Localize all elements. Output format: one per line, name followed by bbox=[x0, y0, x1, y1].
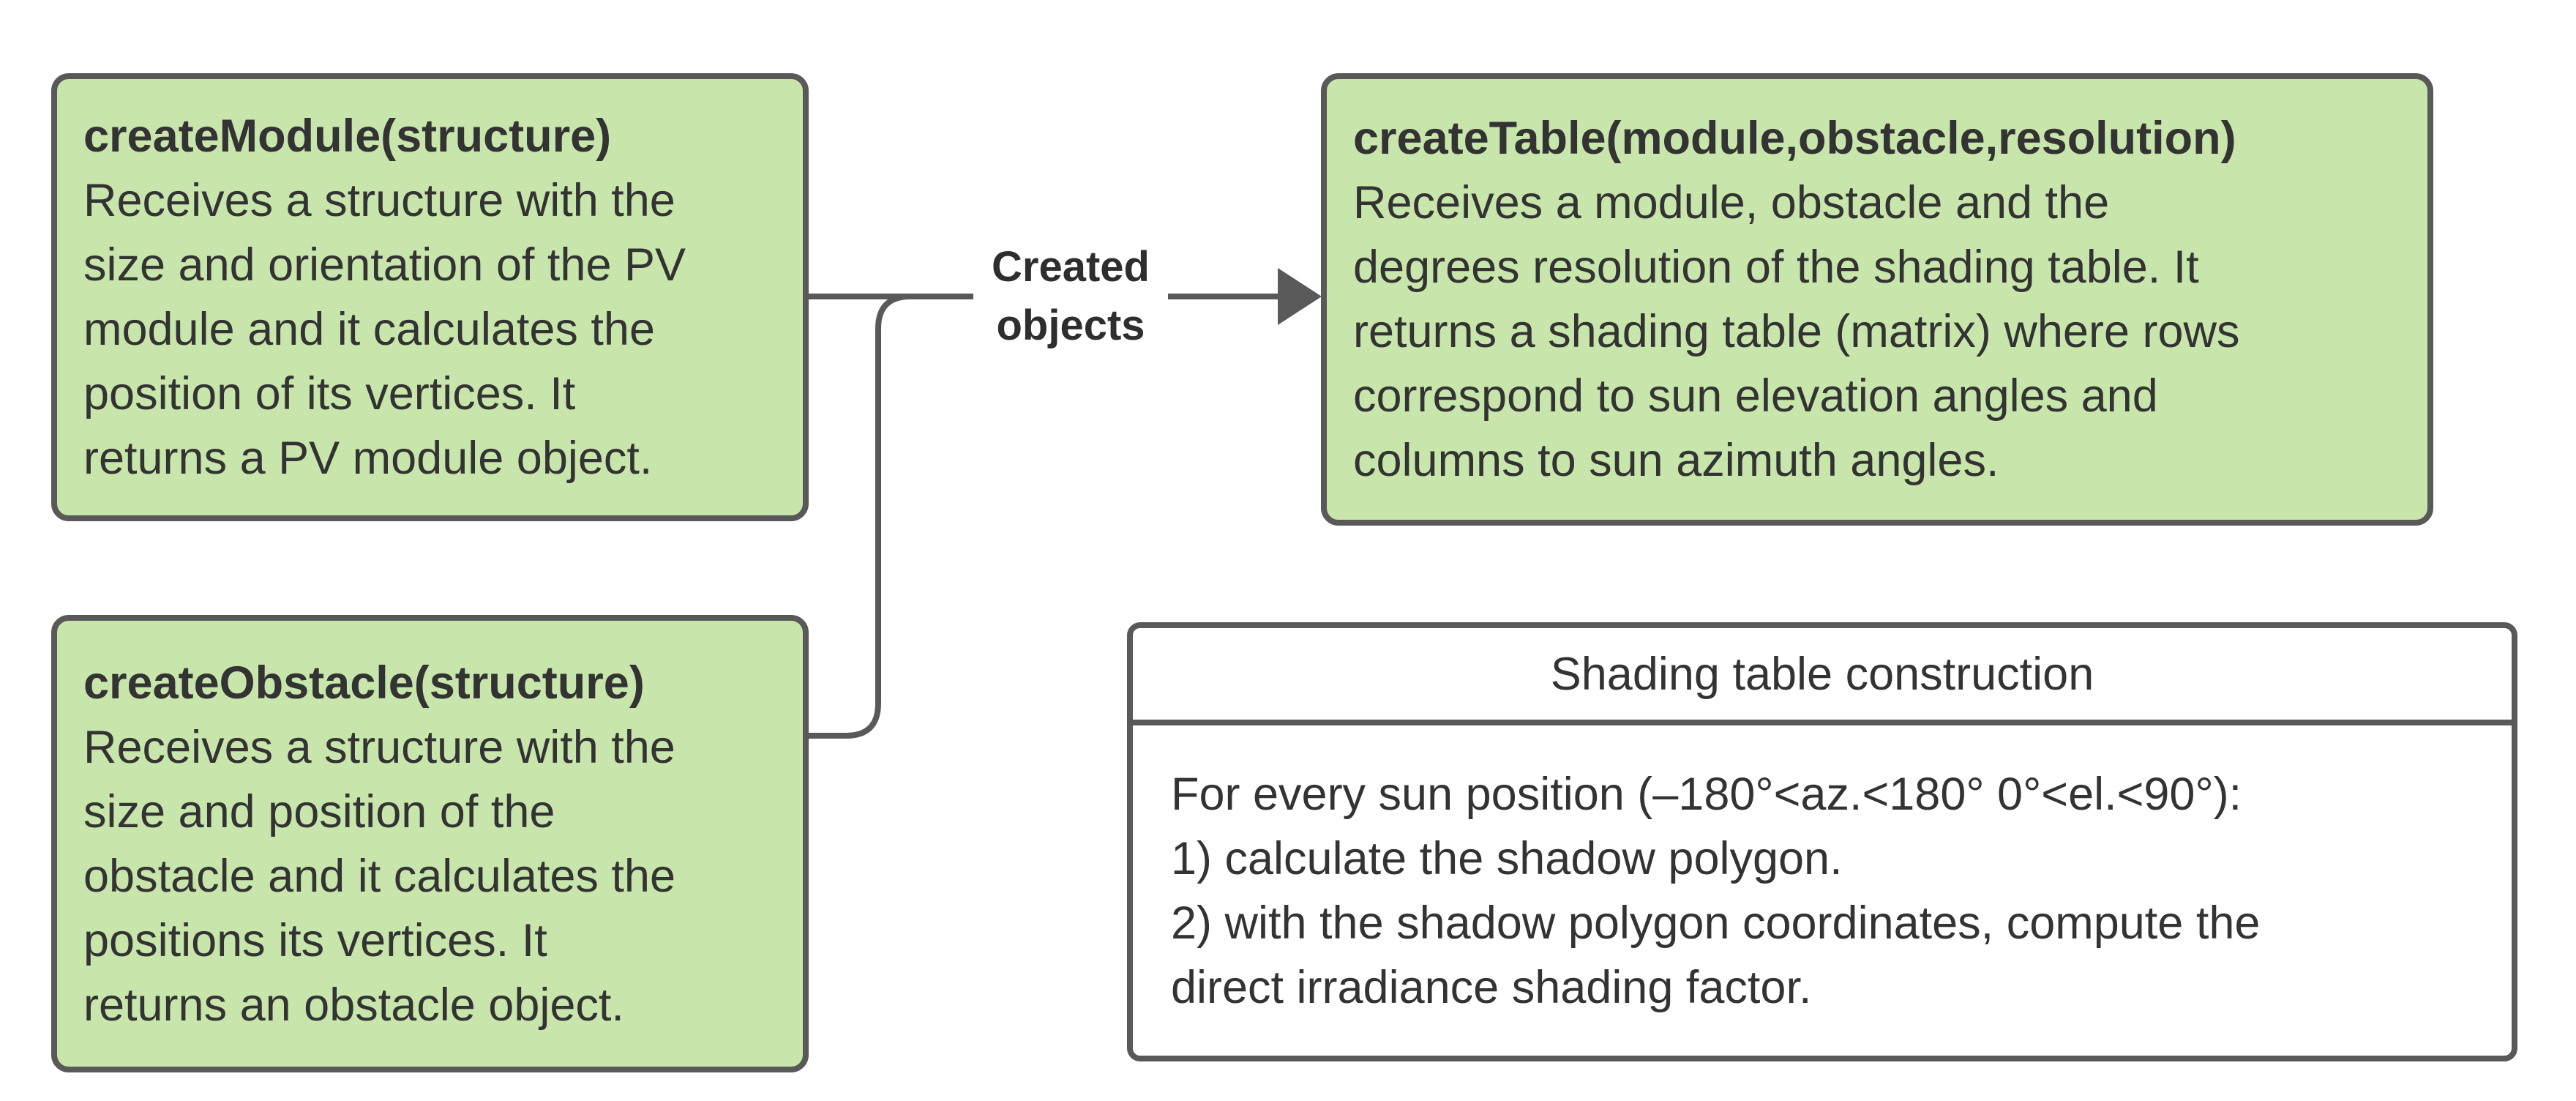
create-table-description: Receives a module, obstacle and the degr… bbox=[1353, 177, 2240, 486]
shading-table-steps: For every sun position (–180°<az.<180° 0… bbox=[1171, 768, 2261, 1013]
create-table-title: createTable(module,obstacle,resolution) bbox=[1353, 113, 2236, 164]
create-obstacle-description: Receives a structure with the size and p… bbox=[83, 721, 676, 1031]
create-module-description: Receives a structure with the size and o… bbox=[83, 175, 686, 484]
create-obstacle-title: createObstacle(structure) bbox=[83, 657, 645, 709]
created-objects-label: Created objects bbox=[973, 234, 1168, 359]
arrowhead-icon bbox=[1278, 268, 1322, 325]
create-obstacle-box: createObstacle(structure) Receives a str… bbox=[51, 615, 809, 1072]
shading-table-box: Shading table construction For every sun… bbox=[1127, 622, 2517, 1061]
create-module-box: createModule(structure) Receives a struc… bbox=[51, 73, 809, 521]
obstacle-branch-line bbox=[809, 294, 911, 739]
shading-table-title: Shading table construction bbox=[1133, 628, 2512, 725]
create-table-box: createTable(module,obstacle,resolution) … bbox=[1321, 73, 2433, 526]
create-module-title: createModule(structure) bbox=[83, 111, 612, 162]
